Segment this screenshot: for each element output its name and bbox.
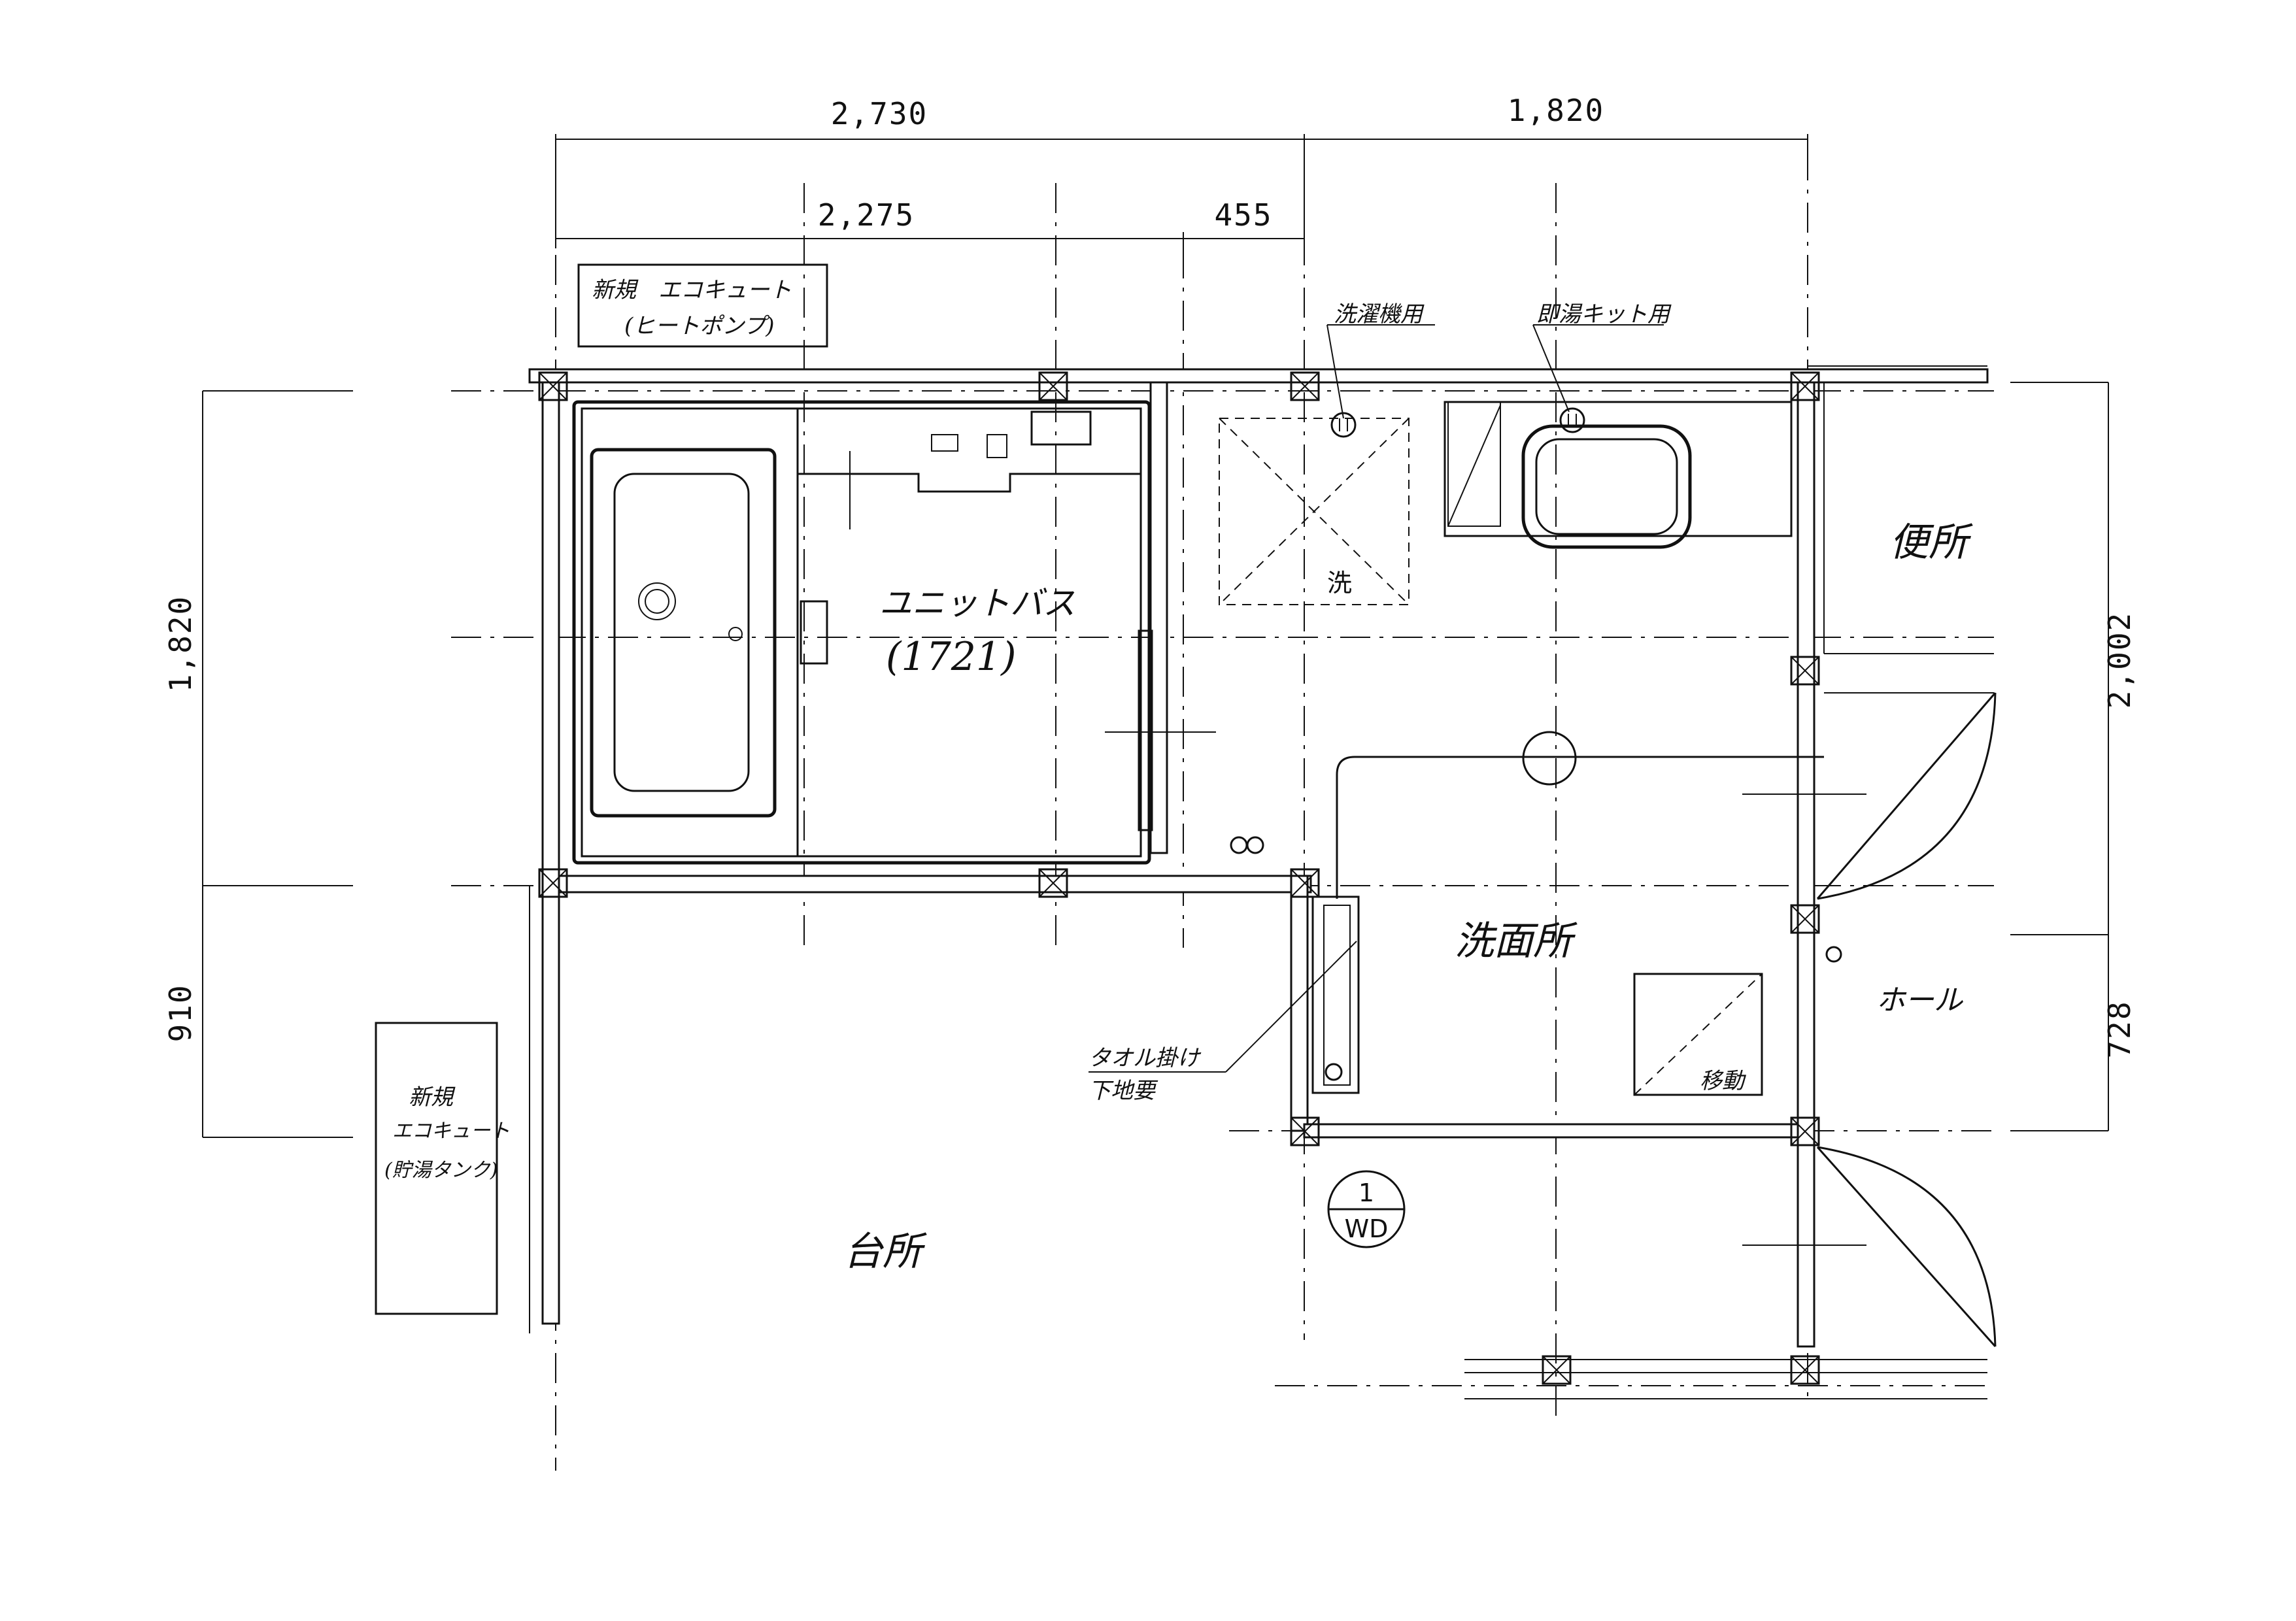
note-instant-hot: 即湯キット用: [1536, 301, 1672, 327]
heatpump-box: [577, 263, 828, 348]
note-towel-line2: 下地要: [1089, 1078, 1158, 1104]
note-heatpump-line2: (ヒートポンプ): [624, 313, 775, 339]
room-unit-bath-model: (1721): [886, 634, 1017, 680]
walls: [528, 365, 1994, 1399]
note-heatpump-line1: 新規 エコキュート: [592, 277, 792, 303]
note-washer: 洗濯機用: [1334, 301, 1425, 327]
section-marker-sheet: WD: [1345, 1214, 1389, 1243]
room-toilet: 便所: [1889, 520, 1973, 565]
dim-right-upper: 2,002: [2102, 612, 2137, 709]
dim-sub-mid: 455: [1214, 197, 1272, 233]
dim-right-lower: 728: [2102, 1000, 2137, 1058]
washer-pan: [1219, 412, 1410, 605]
dim-left-upper: 1,820: [163, 595, 198, 692]
leader-lines: [1089, 324, 1664, 1073]
tank-box: [375, 1022, 498, 1315]
doors: [1816, 692, 1997, 1347]
section-marker: [1327, 1170, 1406, 1248]
vanity-sink: [1443, 401, 1793, 549]
room-hall: ホール: [1876, 984, 1963, 1017]
dim-left-lower: 910: [163, 984, 198, 1042]
washroom-fixtures: [1230, 731, 1866, 1246]
room-kitchen: 台所: [843, 1229, 927, 1275]
dim-sub-left: 2,275: [818, 197, 915, 233]
grid-axis-lines: [451, 150, 1994, 1471]
room-unit-bath: ユニットバス: [879, 584, 1075, 622]
dimension-lines: [202, 134, 2109, 1138]
note-tank-line3: (貯湯タンク): [384, 1159, 498, 1182]
note-tank-line2: エコキュート: [392, 1120, 510, 1143]
dim-top-left: 2,730: [831, 96, 928, 131]
dim-top-right: 1,820: [1508, 93, 1604, 128]
room-washroom: 洗面所: [1455, 918, 1578, 964]
note-move: 移動: [1700, 1068, 1747, 1094]
note-tank-line1: 新規: [409, 1084, 456, 1111]
note-towel-line1: タオル掛け: [1089, 1045, 1202, 1071]
washer-pan-label: 洗: [1327, 569, 1352, 597]
structural-columns: [538, 371, 1820, 1385]
section-marker-number: 1: [1359, 1178, 1374, 1207]
unit-bath: [572, 400, 1216, 865]
